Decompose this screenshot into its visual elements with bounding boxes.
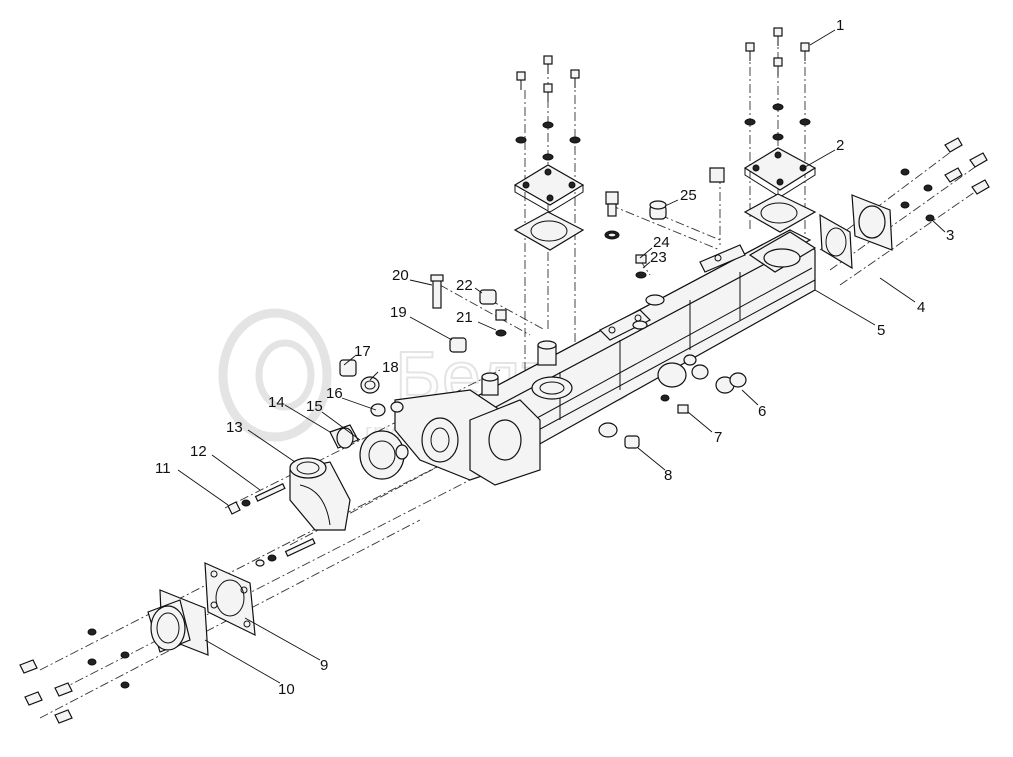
callout-24: 24 bbox=[653, 234, 670, 251]
callout-9: 9 bbox=[320, 657, 328, 674]
callout-19: 19 bbox=[390, 304, 407, 321]
callout-8: 8 bbox=[664, 467, 672, 484]
bolt-set-lower-left bbox=[19, 628, 130, 724]
callout-18: 18 bbox=[382, 359, 399, 376]
fittings-top bbox=[604, 167, 725, 279]
callout-11: 11 bbox=[155, 460, 171, 477]
callout-16: 16 bbox=[326, 385, 343, 402]
right-end-flange bbox=[819, 137, 990, 270]
callout-13: 13 bbox=[226, 419, 243, 436]
manifold-body bbox=[394, 229, 817, 486]
fittings-left bbox=[339, 274, 507, 417]
callout-22: 22 bbox=[456, 277, 473, 294]
callout-4: 4 bbox=[917, 299, 925, 316]
stud-bolts-lower-left bbox=[227, 483, 316, 567]
callout-1: 1 bbox=[836, 17, 844, 34]
callout-6: 6 bbox=[758, 403, 766, 420]
callout-10: 10 bbox=[278, 681, 295, 698]
leader-lines bbox=[177, 29, 946, 684]
callout-23: 23 bbox=[650, 249, 667, 266]
callout-5: 5 bbox=[877, 322, 885, 339]
thermostat-elbow-group bbox=[289, 424, 409, 531]
cover-assembly-right bbox=[743, 27, 817, 233]
callout-21: 21 bbox=[456, 309, 473, 326]
fittings-right-lower bbox=[598, 364, 747, 449]
callout-7: 7 bbox=[714, 429, 722, 446]
left-end-flange bbox=[147, 562, 256, 656]
bolt-set-left bbox=[515, 55, 581, 161]
cover-assembly-left bbox=[513, 55, 585, 251]
bolt-set-right bbox=[744, 27, 811, 141]
callout-14: 14 bbox=[268, 394, 285, 411]
callout-labels: 1 2 3 4 5 6 7 8 9 10 11 12 13 14 15 16 1… bbox=[155, 17, 954, 698]
callout-17: 17 bbox=[354, 343, 371, 360]
callout-3: 3 bbox=[946, 227, 954, 244]
bolt-set-end bbox=[900, 137, 990, 222]
callout-12: 12 bbox=[190, 443, 207, 460]
callout-25: 25 bbox=[680, 187, 697, 204]
callout-20: 20 bbox=[392, 267, 409, 284]
callout-15: 15 bbox=[306, 398, 323, 415]
callout-2: 2 bbox=[836, 137, 844, 154]
